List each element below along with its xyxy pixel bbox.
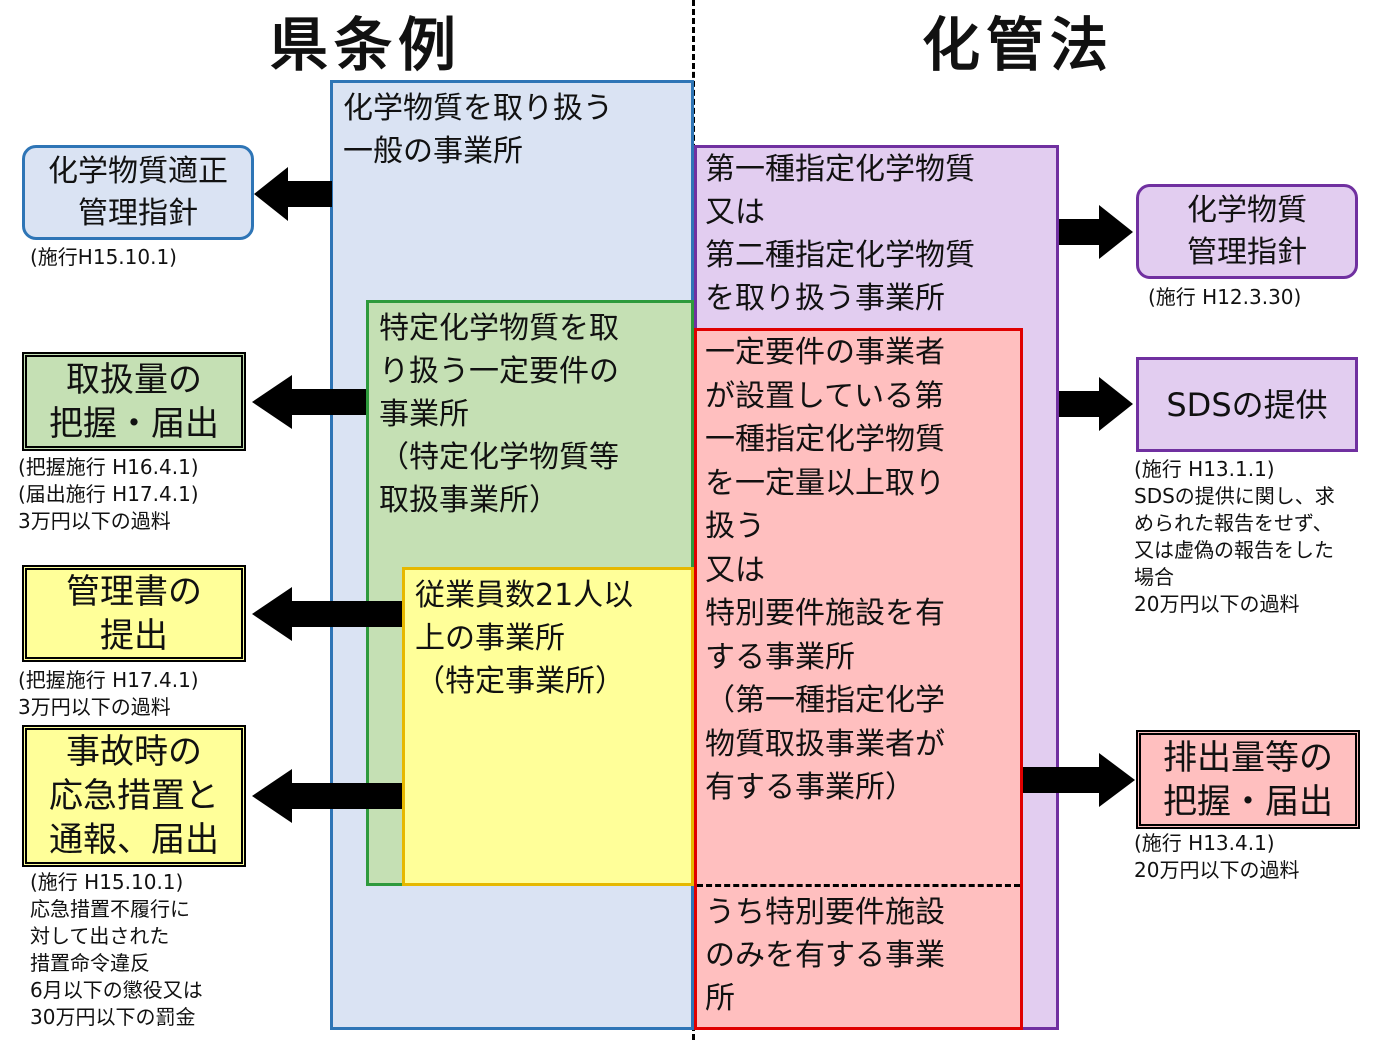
region-class-designated-label: 第一種指定化学物質 又は 第二種指定化学物質 を取り扱う事業所: [705, 152, 975, 316]
arrow-right-management-policy: [1059, 205, 1133, 259]
note-chemical-management-guideline: (施行H15.10.1): [30, 245, 177, 269]
box-handling-quantity-report: 取扱量の 把握・届出: [22, 352, 246, 451]
note-chemical-management-policy: (施行 H12.3.30): [1148, 285, 1302, 309]
arrow-left-handling-quantity: [252, 375, 366, 429]
heading-prtr-law: 化管法: [922, 11, 1115, 79]
arrow-right-emission-report: [1023, 753, 1135, 807]
region-specified-office: 従業員数21人以 上の事業所 （特定事業所）: [402, 567, 694, 886]
arrow-left-guideline: [254, 167, 332, 221]
note-management-document: (把握施行 H17.4.1) 3万円以下の過料: [18, 668, 199, 719]
note-emission-report: (施行 H13.4.1) 20万円以下の過料: [1134, 831, 1300, 882]
heading-prefectural-ordinance: 県条例: [270, 11, 463, 79]
box-chemical-management-policy: 化学物質 管理指針: [1136, 184, 1358, 279]
region-requirements: 一定要件の事業者 が設置している第 一種指定化学物質 を一定量以上取り 扱う 又…: [694, 328, 1023, 1030]
note-handling-quantity-report: (把握施行 H16.4.1) (届出施行 H17.4.1) 3万円以下の過料: [18, 455, 199, 533]
box-sds-provision: SDSの提供: [1136, 357, 1358, 452]
arrow-right-sds: [1059, 377, 1133, 431]
arrow-left-management-document: [252, 587, 402, 641]
box-management-document: 管理書の 提出: [22, 565, 246, 662]
box-chemical-management-guideline: 化学物質適正 管理指針: [22, 145, 254, 240]
region-special-only-label: うち特別要件施設 のみを有する事業 所: [705, 895, 945, 1016]
arrow-left-accident-emergency: [252, 769, 402, 823]
box-emission-report: 排出量等の 把握・届出: [1136, 730, 1360, 829]
region-requirements-label: 一定要件の事業者 が設置している第 一種指定化学物質 を一定量以上取り 扱う 又…: [705, 335, 945, 805]
note-accident-emergency: (施行 H15.10.1) 応急措置不履行に 対して出された 措置命令違反 6月…: [30, 870, 203, 1029]
note-sds-provision: (施行 H13.1.1) SDSの提供に関し、求 められた報告をせず、 又は虚偽…: [1134, 457, 1335, 616]
box-accident-emergency: 事故時の 応急措置と 通報、届出: [22, 725, 246, 867]
special-divider: [697, 884, 1020, 887]
